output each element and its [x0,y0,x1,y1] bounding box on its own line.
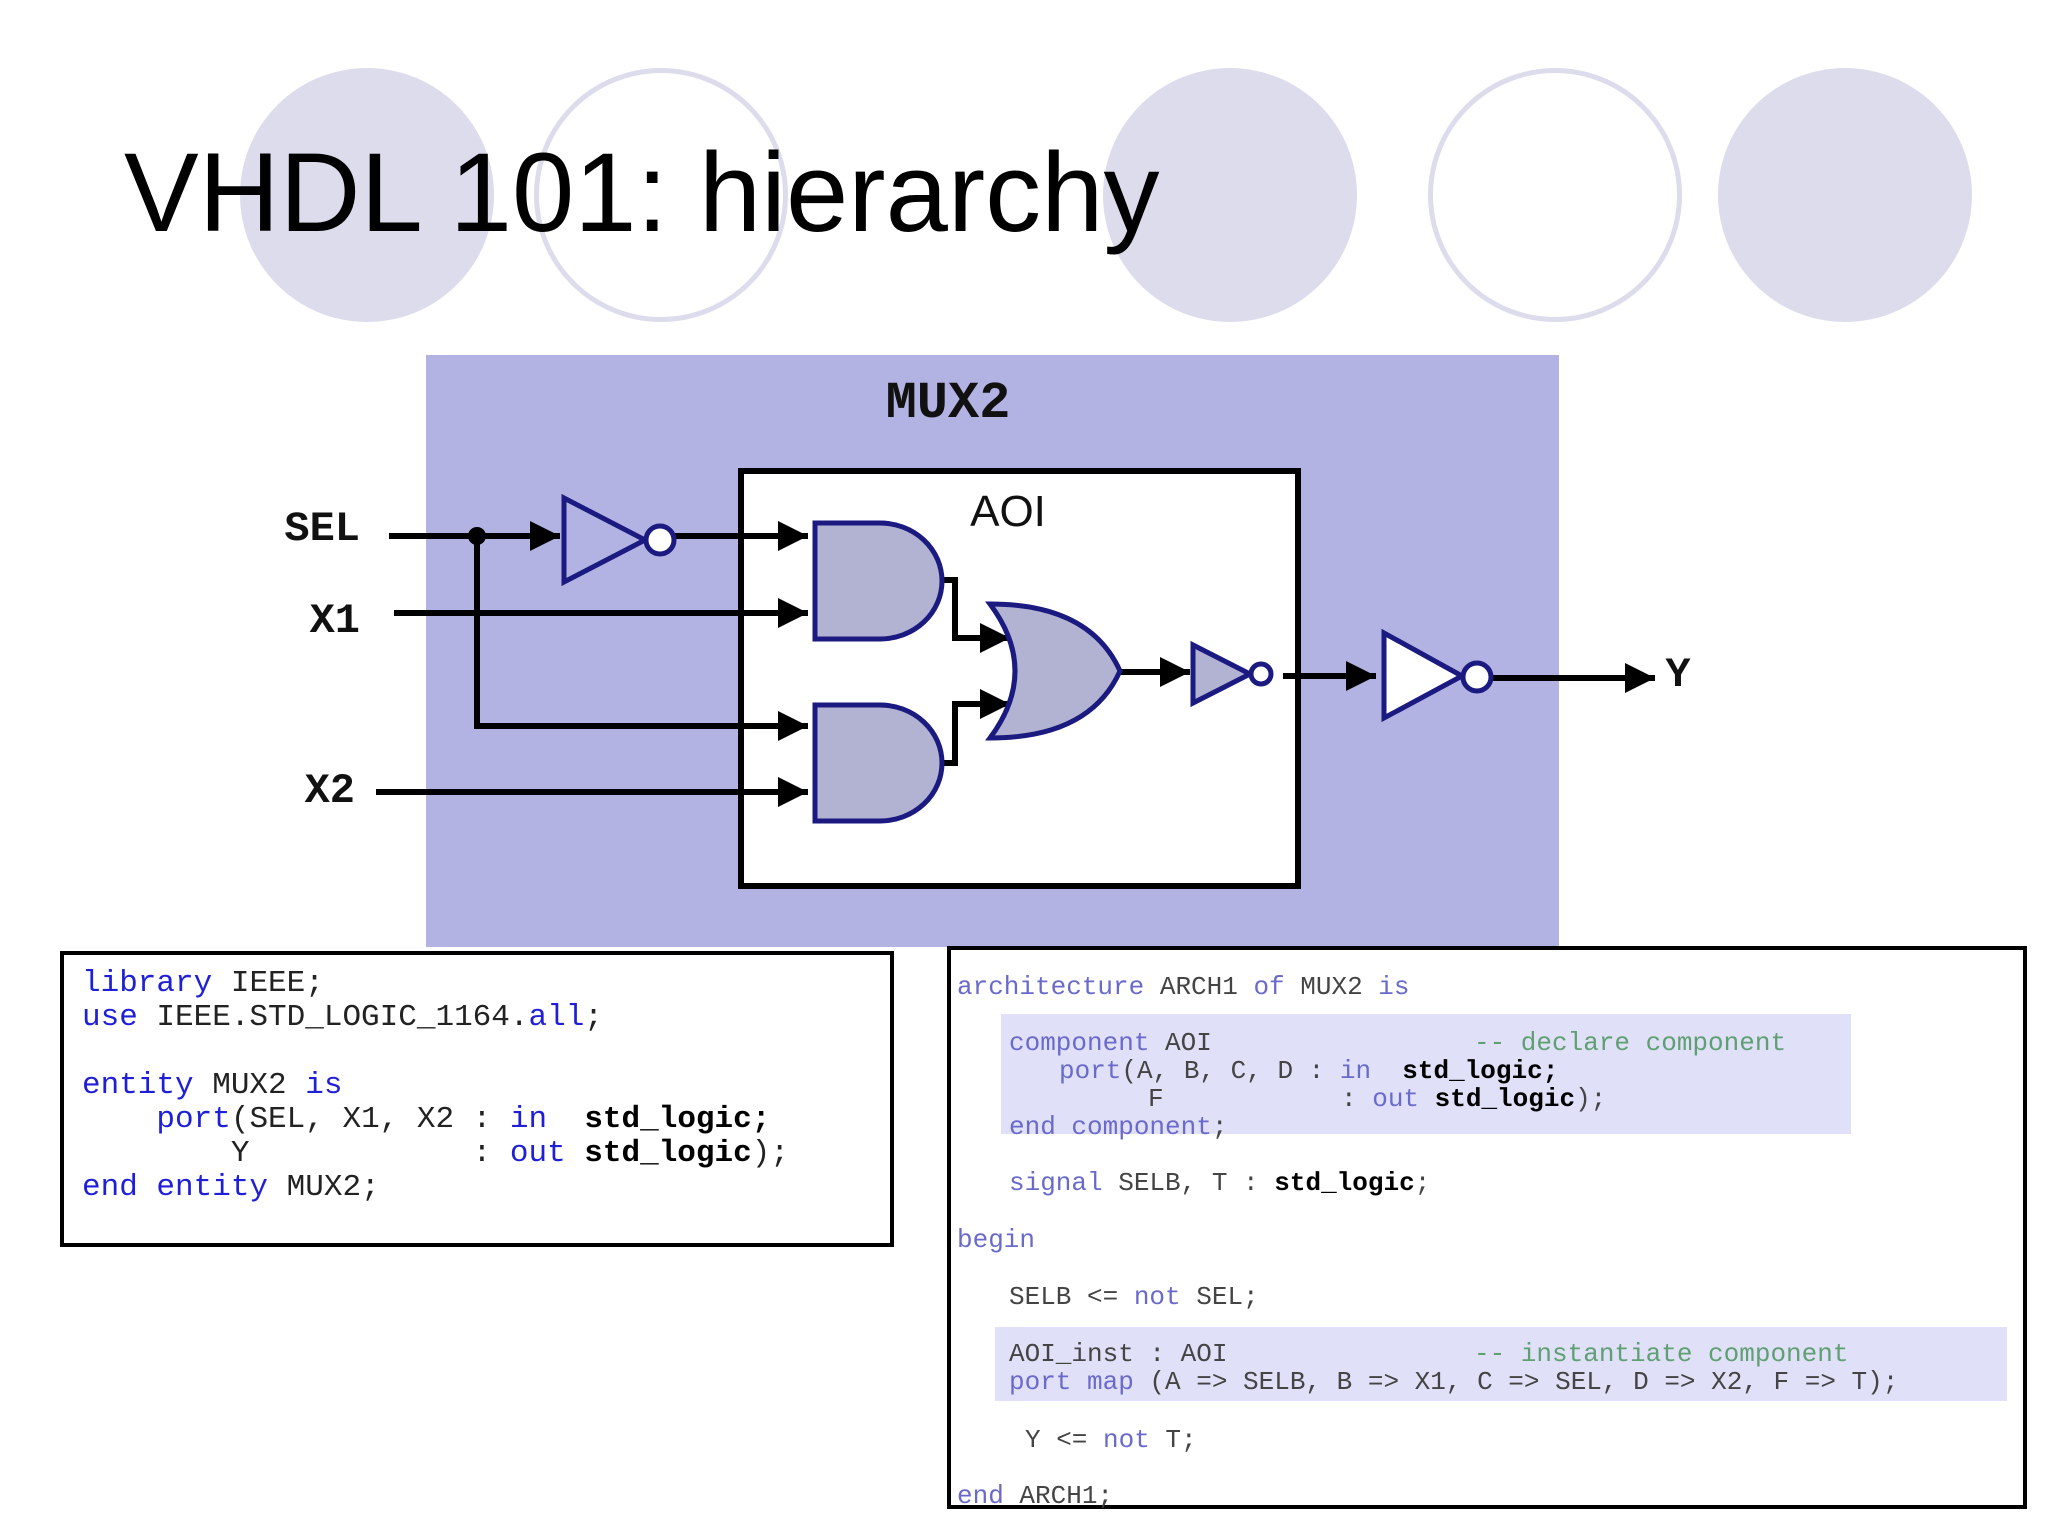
code-token: begin [957,1225,1036,1255]
arch-line-10: port map (A => SELB, B => X1, C => SEL, … [1009,1367,1898,1397]
arch-line-2: component AOI [1009,1028,1212,1058]
code-token: port map [1009,1367,1134,1397]
code-token: out [509,1136,566,1171]
code-token [82,1102,156,1137]
mux-output-inverter [1381,628,1494,723]
code-token: ); [751,1136,789,1171]
code-token: Y <= [1025,1425,1104,1455]
code-token: IEEE.STD_LOGIC_1164. [137,1000,529,1035]
code-token: AOI_inst : AOI [1009,1339,1228,1369]
code-token: SELB <= [1009,1282,1134,1312]
arch-line-7: begin [957,1225,1035,1255]
decorative-circle-5 [1718,68,1972,322]
input-label-sel: SEL [284,505,360,553]
code-token: is [305,1068,343,1103]
code-token: -- instantiate component [1474,1339,1849,1369]
input-label-x1: X1 [310,597,360,645]
arch-line-4b: : out std_logic); [1341,1084,1606,1114]
code-token: end entity [82,1170,269,1205]
wire-junction [468,527,486,545]
and-gate-1 [812,520,945,642]
arch-line-3: port(A, B, C, D : in std_logic; [1059,1056,1558,1086]
entity-code-block: library IEEE; use IEEE.STD_LOGIC_1164.al… [60,951,894,1247]
arch-line-4a: F [1148,1084,1164,1114]
code-token: end [957,1481,1004,1511]
code-token: T; [1149,1425,1197,1455]
code-token: is [1378,972,1410,1002]
aoi-label: AOI [970,487,1046,536]
code-token: SEL; [1180,1282,1259,1312]
code-token: Y : [82,1136,510,1171]
arch-line-12: end ARCH1; [957,1481,1113,1511]
code-token: ; [1414,1168,1431,1198]
code-token: -- declare component [1474,1028,1787,1058]
decorative-ring-4 [1428,68,1682,322]
code-token: ; [1211,1112,1228,1142]
input-label-x2: X2 [305,767,355,815]
output-label-y: Y [1665,651,1691,699]
instance-highlight [995,1327,2007,1401]
code-token: AOI [1149,1028,1212,1058]
and-gate-2 [812,702,945,824]
arch-line-11: Y <= not T; [1025,1425,1197,1455]
wires [376,521,1655,807]
code-token: of [1253,972,1285,1002]
sel-inverter [561,493,677,587]
code-token: end component [1009,1112,1212,1142]
arch-line-9: AOI_inst : AOI [1009,1339,1227,1369]
decorative-ring-2 [534,68,788,322]
code-token: (A => SELB, B => X1, C => SEL, D => X2, … [1133,1367,1899,1397]
arch-line-6: signal SELB, T : std_logic; [1009,1168,1430,1198]
code-token: MUX2 [193,1068,306,1103]
code-token: (SEL, X1, X2 : [230,1102,510,1137]
or-gate [985,601,1123,741]
aoi-output-inverter [1190,640,1274,708]
arch-line-8: SELB <= not SEL; [1009,1282,1259,1312]
code-token: port [156,1102,231,1137]
code-token: std_logic; [1371,1056,1559,1086]
arch-comment-declare: -- declare component [1474,1028,1786,1058]
code-token: out [1372,1084,1420,1114]
code-token: SELB, T : [1102,1168,1275,1198]
arch-line-1: architecture ARCH1 of MUX2 is [957,972,1410,1002]
code-token: ); [1575,1084,1607,1114]
code-token: ; [584,1000,603,1035]
architecture-code-block: architecture ARCH1 of MUX2 is component … [947,946,2027,1511]
arch-comment-instantiate: -- instantiate component [1474,1339,1848,1369]
code-token: entity [82,1068,194,1103]
code-token: in [1339,1056,1372,1086]
code-token: ARCH1; [1003,1481,1114,1511]
code-token: library [82,966,213,1001]
decorative-circle-3 [1103,68,1357,322]
code-token: std_logic [1274,1168,1415,1198]
code-token: architecture [957,972,1145,1002]
code-token: (A, B, C, D : [1121,1056,1340,1086]
code-token: component [1009,1028,1150,1058]
code-token: IEEE; [212,966,324,1001]
code-token: in [509,1102,548,1137]
code-token: : [1341,1084,1373,1114]
code-token: MUX2; [268,1170,380,1205]
code-token: use [82,1000,138,1035]
entity-code: library IEEE; use IEEE.STD_LOGIC_1164.al… [82,967,872,1205]
code-token: signal [1009,1168,1103,1198]
arch-line-5: end component; [1009,1112,1227,1142]
code-token: ARCH1 [1144,972,1254,1002]
component-highlight [1001,1014,1851,1134]
code-token: not [1133,1282,1181,1312]
mux2-label: MUX2 [886,374,1011,433]
decorative-circle-1 [240,68,494,322]
code-token: std_logic; [547,1102,771,1137]
code-token: not [1103,1425,1150,1455]
code-token: F [1148,1084,1164,1114]
code-token: port [1059,1056,1122,1086]
code-token: std_logic [565,1136,752,1171]
slide-title: VHDL 101: hierarchy [124,130,1160,255]
code-token: std_logic [1419,1084,1576,1114]
code-token: MUX2 [1284,972,1379,1002]
code-token: all [528,1000,585,1035]
